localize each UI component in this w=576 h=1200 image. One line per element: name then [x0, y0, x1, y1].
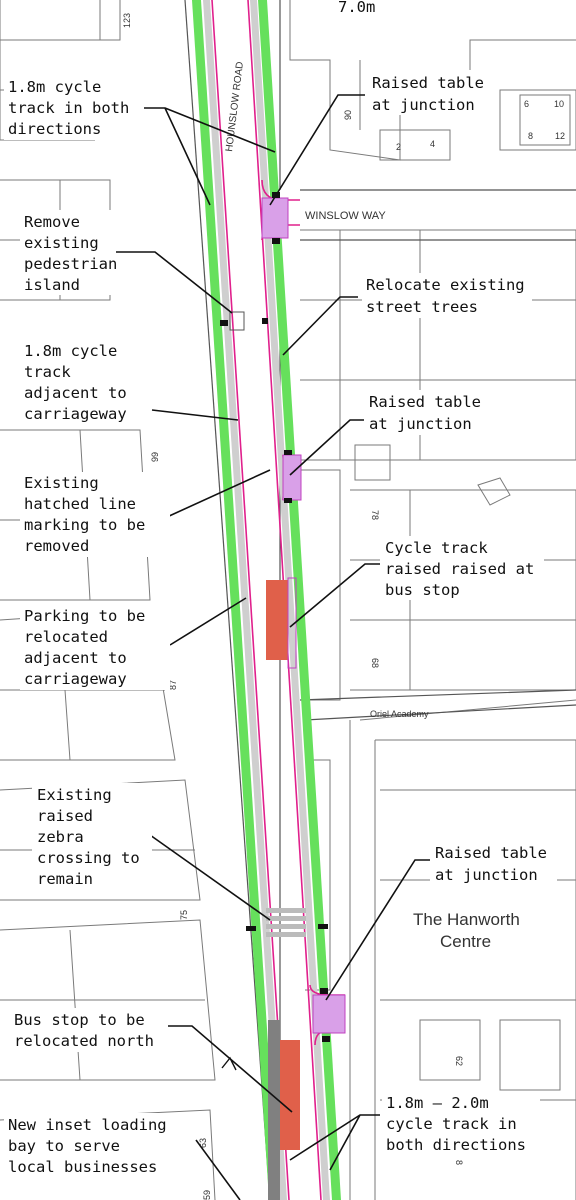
- svg-text:1.8m – 2.0m: 1.8m – 2.0m: [386, 1094, 489, 1112]
- callout-hatched: Existing hatched line marking to be remo…: [24, 474, 145, 555]
- svg-text:at junction: at junction: [435, 866, 538, 884]
- width-label: 7.0m: [338, 0, 375, 16]
- svg-text:bus stop: bus stop: [385, 581, 460, 599]
- callout-parking: Parking to be relocated adjacent to carr…: [24, 607, 145, 688]
- callout-zebra: Existing raised zebra crossing to remain: [37, 786, 140, 888]
- svg-text:Bus stop to be: Bus stop to be: [14, 1011, 145, 1029]
- svg-text:78: 78: [370, 510, 380, 520]
- svg-text:Cycle track: Cycle track: [385, 539, 488, 557]
- svg-text:123: 123: [122, 13, 132, 28]
- svg-text:2: 2: [396, 142, 401, 152]
- svg-text:cycle track in: cycle track in: [386, 1115, 517, 1133]
- svg-text:8: 8: [454, 1160, 464, 1165]
- svg-text:relocated north: relocated north: [14, 1032, 154, 1050]
- cycle-track: [192, 0, 341, 1200]
- svg-text:68: 68: [370, 658, 380, 668]
- north-arrow-mark: [221, 1056, 237, 1071]
- leader-lines: [112, 94, 433, 1200]
- raised-tables: [261, 197, 346, 1034]
- callout-raised-bottom: Raised table at junction: [435, 844, 547, 884]
- svg-text:New inset loading: New inset loading: [8, 1116, 167, 1134]
- svg-text:raised: raised: [37, 807, 93, 825]
- svg-text:75: 75: [179, 910, 189, 920]
- zebra-crossing: [266, 908, 306, 937]
- svg-text:6: 6: [524, 99, 529, 109]
- bus-stops: [266, 577, 300, 1200]
- svg-text:local businesses: local businesses: [8, 1158, 157, 1176]
- svg-text:raised raised at: raised raised at: [385, 560, 534, 578]
- svg-text:existing: existing: [24, 234, 99, 252]
- callout-cycle-bottom: 1.8m – 2.0m cycle track in both directio…: [386, 1094, 526, 1154]
- svg-text:adjacent to: adjacent to: [24, 649, 127, 667]
- callout-cycle-adjacent: 1.8m cycle track adjacent to carriageway: [24, 342, 127, 423]
- callout-raised-mid: Raised table at junction: [369, 393, 481, 433]
- svg-text:8: 8: [528, 131, 533, 141]
- svg-text:Raised table: Raised table: [369, 393, 481, 411]
- svg-text:track: track: [24, 363, 71, 381]
- svg-text:adjacent to: adjacent to: [24, 384, 127, 402]
- hanworth-centre-line2: Centre: [440, 932, 491, 951]
- svg-text:removed: removed: [24, 537, 89, 555]
- svg-text:99: 99: [150, 452, 160, 462]
- footway-strips: [203, 0, 330, 1200]
- svg-text:87: 87: [168, 680, 178, 690]
- svg-text:at junction: at junction: [372, 96, 475, 114]
- oriel-academy-label: Oriel Academy: [370, 709, 429, 719]
- svg-text:carriageway: carriageway: [24, 670, 127, 688]
- callout-cycle-both: 1.8m cycle track in both directions: [8, 78, 129, 138]
- hanworth-centre-line1: The Hanworth: [413, 910, 520, 929]
- svg-text:4: 4: [430, 139, 435, 149]
- svg-text:Existing: Existing: [24, 474, 99, 492]
- svg-text:bay to serve: bay to serve: [8, 1137, 120, 1155]
- svg-text:remain: remain: [37, 870, 93, 888]
- svg-text:62: 62: [454, 1056, 464, 1066]
- svg-text:crossing to: crossing to: [37, 849, 140, 867]
- callout-remove-island: Remove existing pedestrian island: [24, 213, 117, 294]
- svg-text:pedestrian: pedestrian: [24, 255, 117, 273]
- svg-text:59: 59: [202, 1190, 212, 1200]
- callout-raised-top: Raised table at junction: [372, 74, 484, 114]
- svg-text:Raised table: Raised table: [435, 844, 547, 862]
- house-numbers: 123 6 10 8 12 2 4 90 99 78 68 87 75 62 6…: [122, 13, 565, 1200]
- callout-loading-bay: New inset loading bay to serve local bus…: [8, 1116, 167, 1176]
- svg-text:90: 90: [343, 110, 353, 120]
- svg-text:relocated: relocated: [24, 628, 108, 646]
- svg-text:Remove: Remove: [24, 213, 80, 231]
- svg-text:marking to be: marking to be: [24, 516, 145, 534]
- svg-text:12: 12: [555, 131, 565, 141]
- pedestrian-island: [229, 311, 245, 331]
- svg-text:carriageway: carriageway: [24, 405, 127, 423]
- svg-text:1.8m cycle: 1.8m cycle: [8, 78, 101, 96]
- winslow-way-label: WINSLOW WAY: [305, 210, 386, 222]
- svg-text:Raised table: Raised table: [372, 74, 484, 92]
- svg-text:Parking to be: Parking to be: [24, 607, 145, 625]
- callout-backgrounds: [4, 70, 557, 1177]
- callout-raised-busstop: Cycle track raised raised at bus stop: [385, 539, 534, 599]
- svg-text:1.8m cycle: 1.8m cycle: [24, 342, 117, 360]
- callout-relocate-trees: Relocate existing street trees: [366, 276, 525, 316]
- svg-text:63: 63: [198, 1138, 208, 1148]
- callout-bus-stop: Bus stop to be relocated north: [14, 1011, 154, 1050]
- svg-text:directions: directions: [8, 120, 101, 138]
- svg-text:Relocate existing: Relocate existing: [366, 276, 525, 294]
- svg-text:10: 10: [554, 99, 564, 109]
- svg-text:both directions: both directions: [386, 1136, 526, 1154]
- svg-text:Existing: Existing: [37, 786, 112, 804]
- svg-text:track in both: track in both: [8, 99, 129, 117]
- svg-text:zebra: zebra: [37, 828, 84, 846]
- svg-text:hatched line: hatched line: [24, 495, 136, 513]
- svg-text:island: island: [24, 276, 80, 294]
- svg-text:street trees: street trees: [366, 298, 478, 316]
- svg-text:at junction: at junction: [369, 415, 472, 433]
